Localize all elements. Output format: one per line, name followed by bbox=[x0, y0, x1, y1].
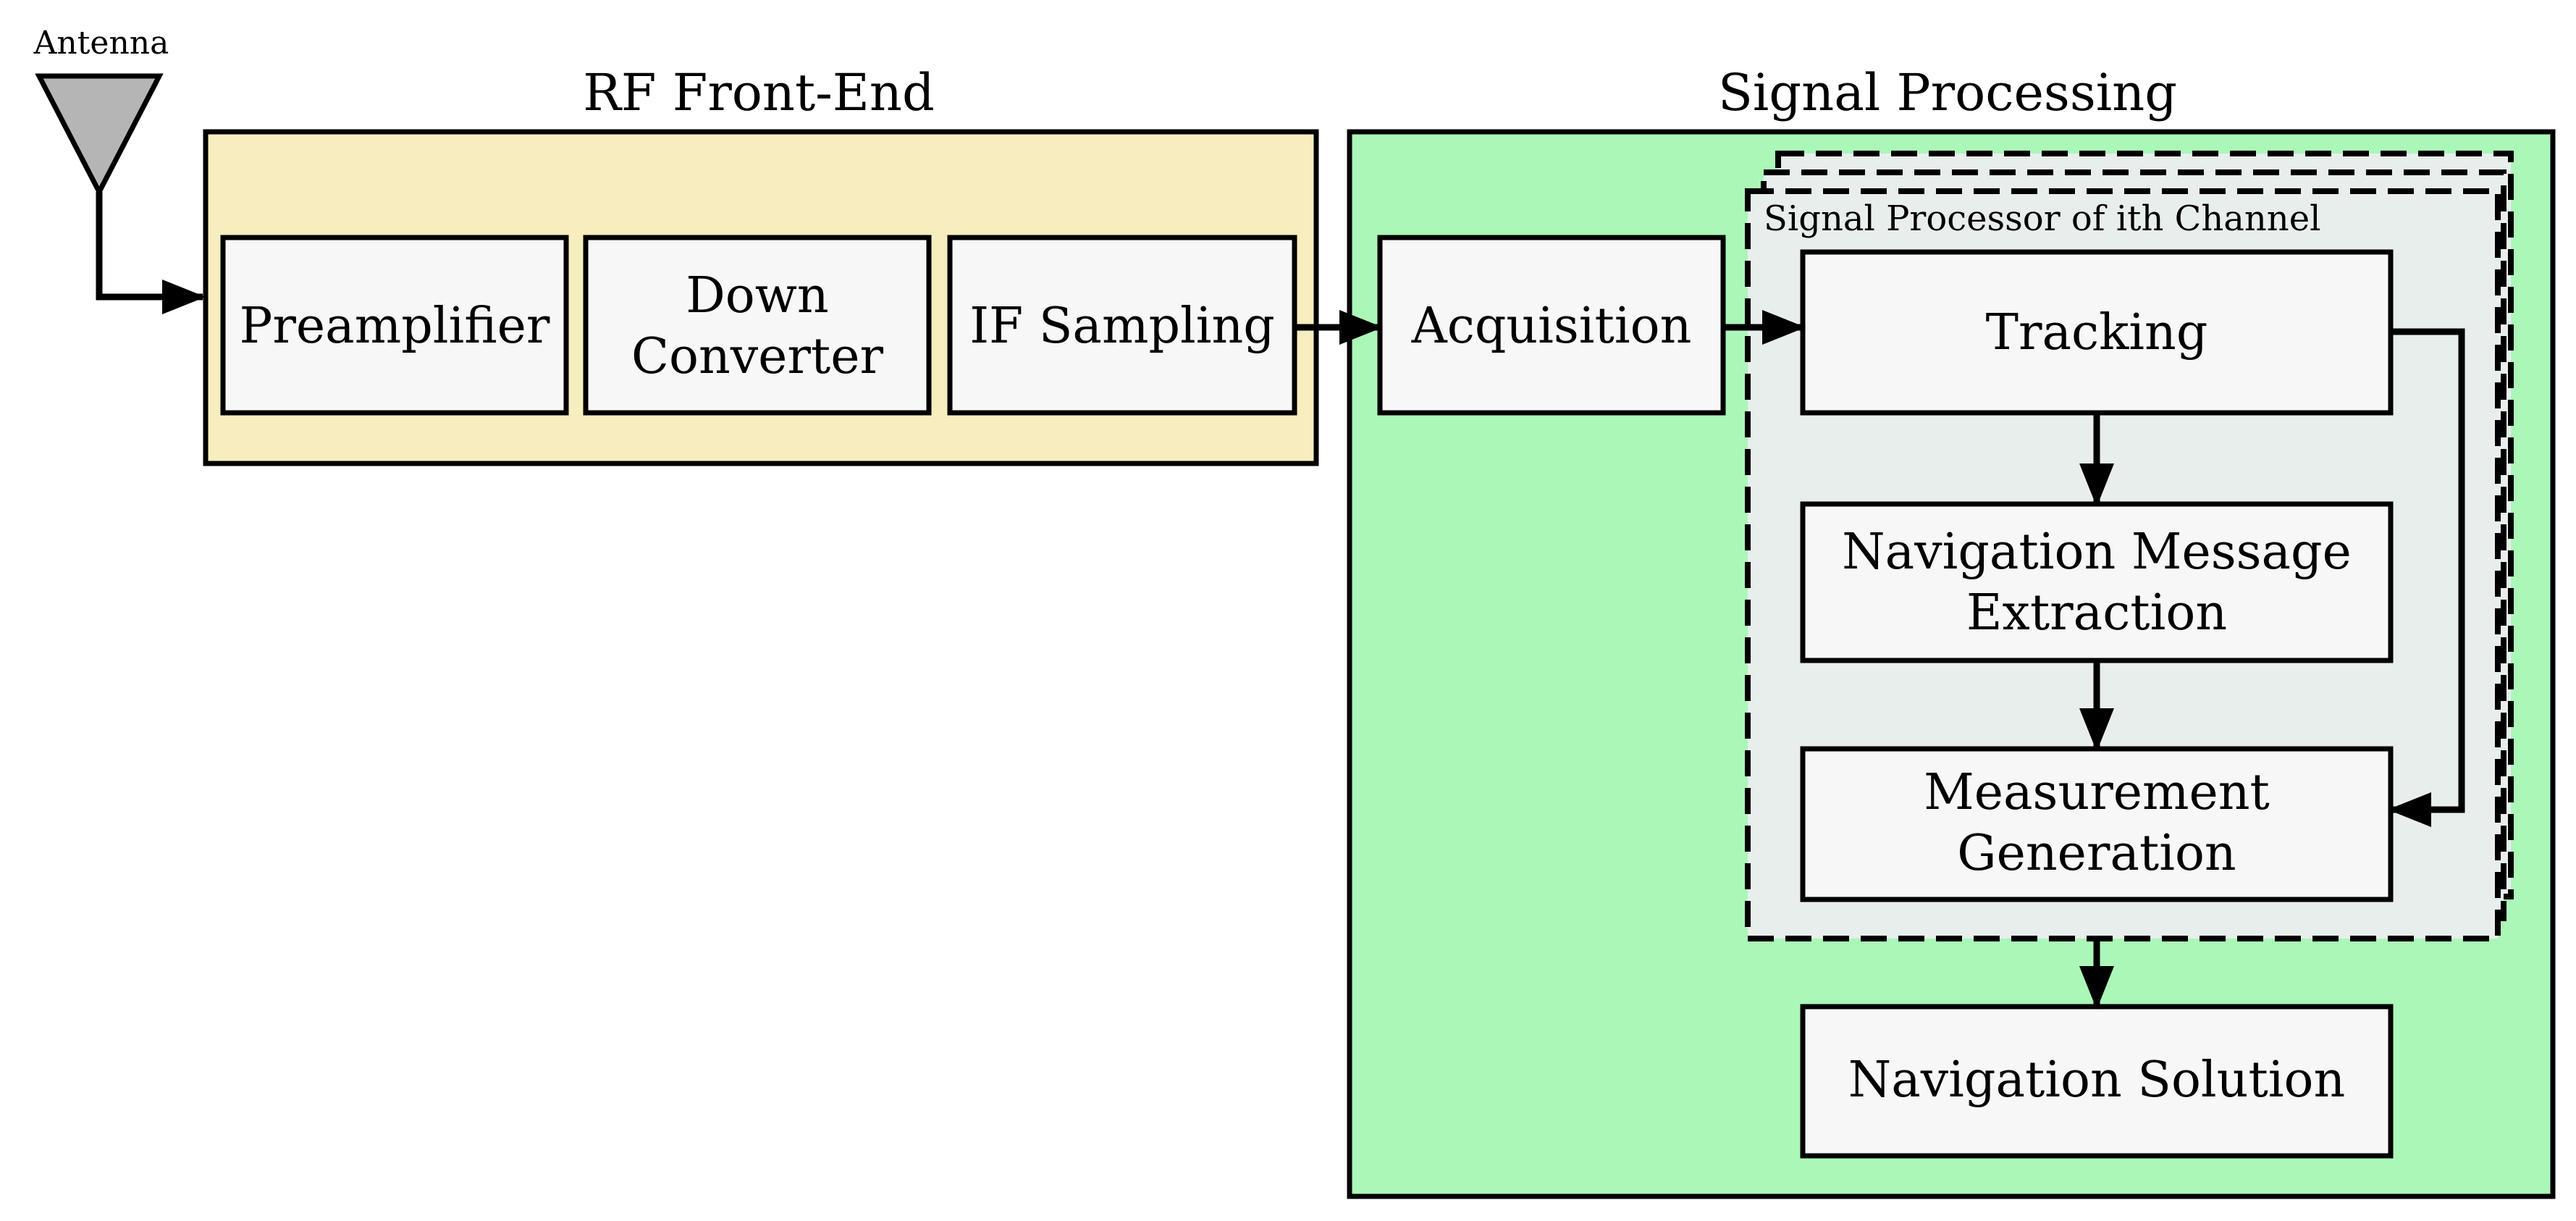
antenna-icon bbox=[35, 73, 164, 198]
down-converter-label-line2: Converter bbox=[631, 328, 883, 385]
preamplifier-label: Preamplifier bbox=[240, 298, 550, 355]
if-sampling-label: IF Sampling bbox=[969, 298, 1275, 355]
acquisition-block: Acquisition bbox=[1377, 235, 1726, 416]
measurement-generation-block: Measurement Generation bbox=[1800, 746, 2394, 902]
channel-label: Signal Processor of ith Channel bbox=[1764, 198, 2320, 239]
navigation-message-label-line1: Navigation Message bbox=[1842, 524, 2352, 581]
antenna-feed-line bbox=[96, 192, 206, 314]
signal-processing-section: Signal Processing Signal Processor of it… bbox=[1347, 63, 2556, 1199]
rf-front-end-section: RF Front-End Preamplifier Down Converter… bbox=[203, 63, 1319, 466]
down-converter-label-line1: Down bbox=[686, 267, 828, 324]
connectors bbox=[1295, 310, 2465, 1010]
preamplifier-block: Preamplifier bbox=[220, 235, 569, 416]
tracking-block: Tracking bbox=[1800, 249, 2394, 416]
antenna-label: Antenna bbox=[33, 25, 169, 62]
if-sampling-block: IF Sampling bbox=[947, 235, 1297, 416]
measurement-label-line2: Generation bbox=[1957, 825, 2236, 882]
navigation-solution-label: Navigation Solution bbox=[1848, 1052, 2346, 1109]
measurement-label-line1: Measurement bbox=[1924, 764, 2270, 821]
tracking-label: Tracking bbox=[1986, 304, 2208, 361]
navigation-message-label-line2: Extraction bbox=[1966, 584, 2227, 642]
signal-processing-title: Signal Processing bbox=[1718, 63, 2177, 122]
navigation-solution-block: Navigation Solution bbox=[1800, 1004, 2394, 1159]
arrow-tracking-bypass-to-measurement bbox=[2388, 328, 2465, 827]
antenna: Antenna bbox=[33, 25, 206, 314]
down-converter-block: Down Converter bbox=[583, 235, 932, 416]
acquisition-label: Acquisition bbox=[1411, 298, 1692, 355]
navigation-message-extraction-block: Navigation Message Extraction bbox=[1800, 501, 2394, 663]
rf-front-end-title: RF Front-End bbox=[583, 63, 935, 122]
